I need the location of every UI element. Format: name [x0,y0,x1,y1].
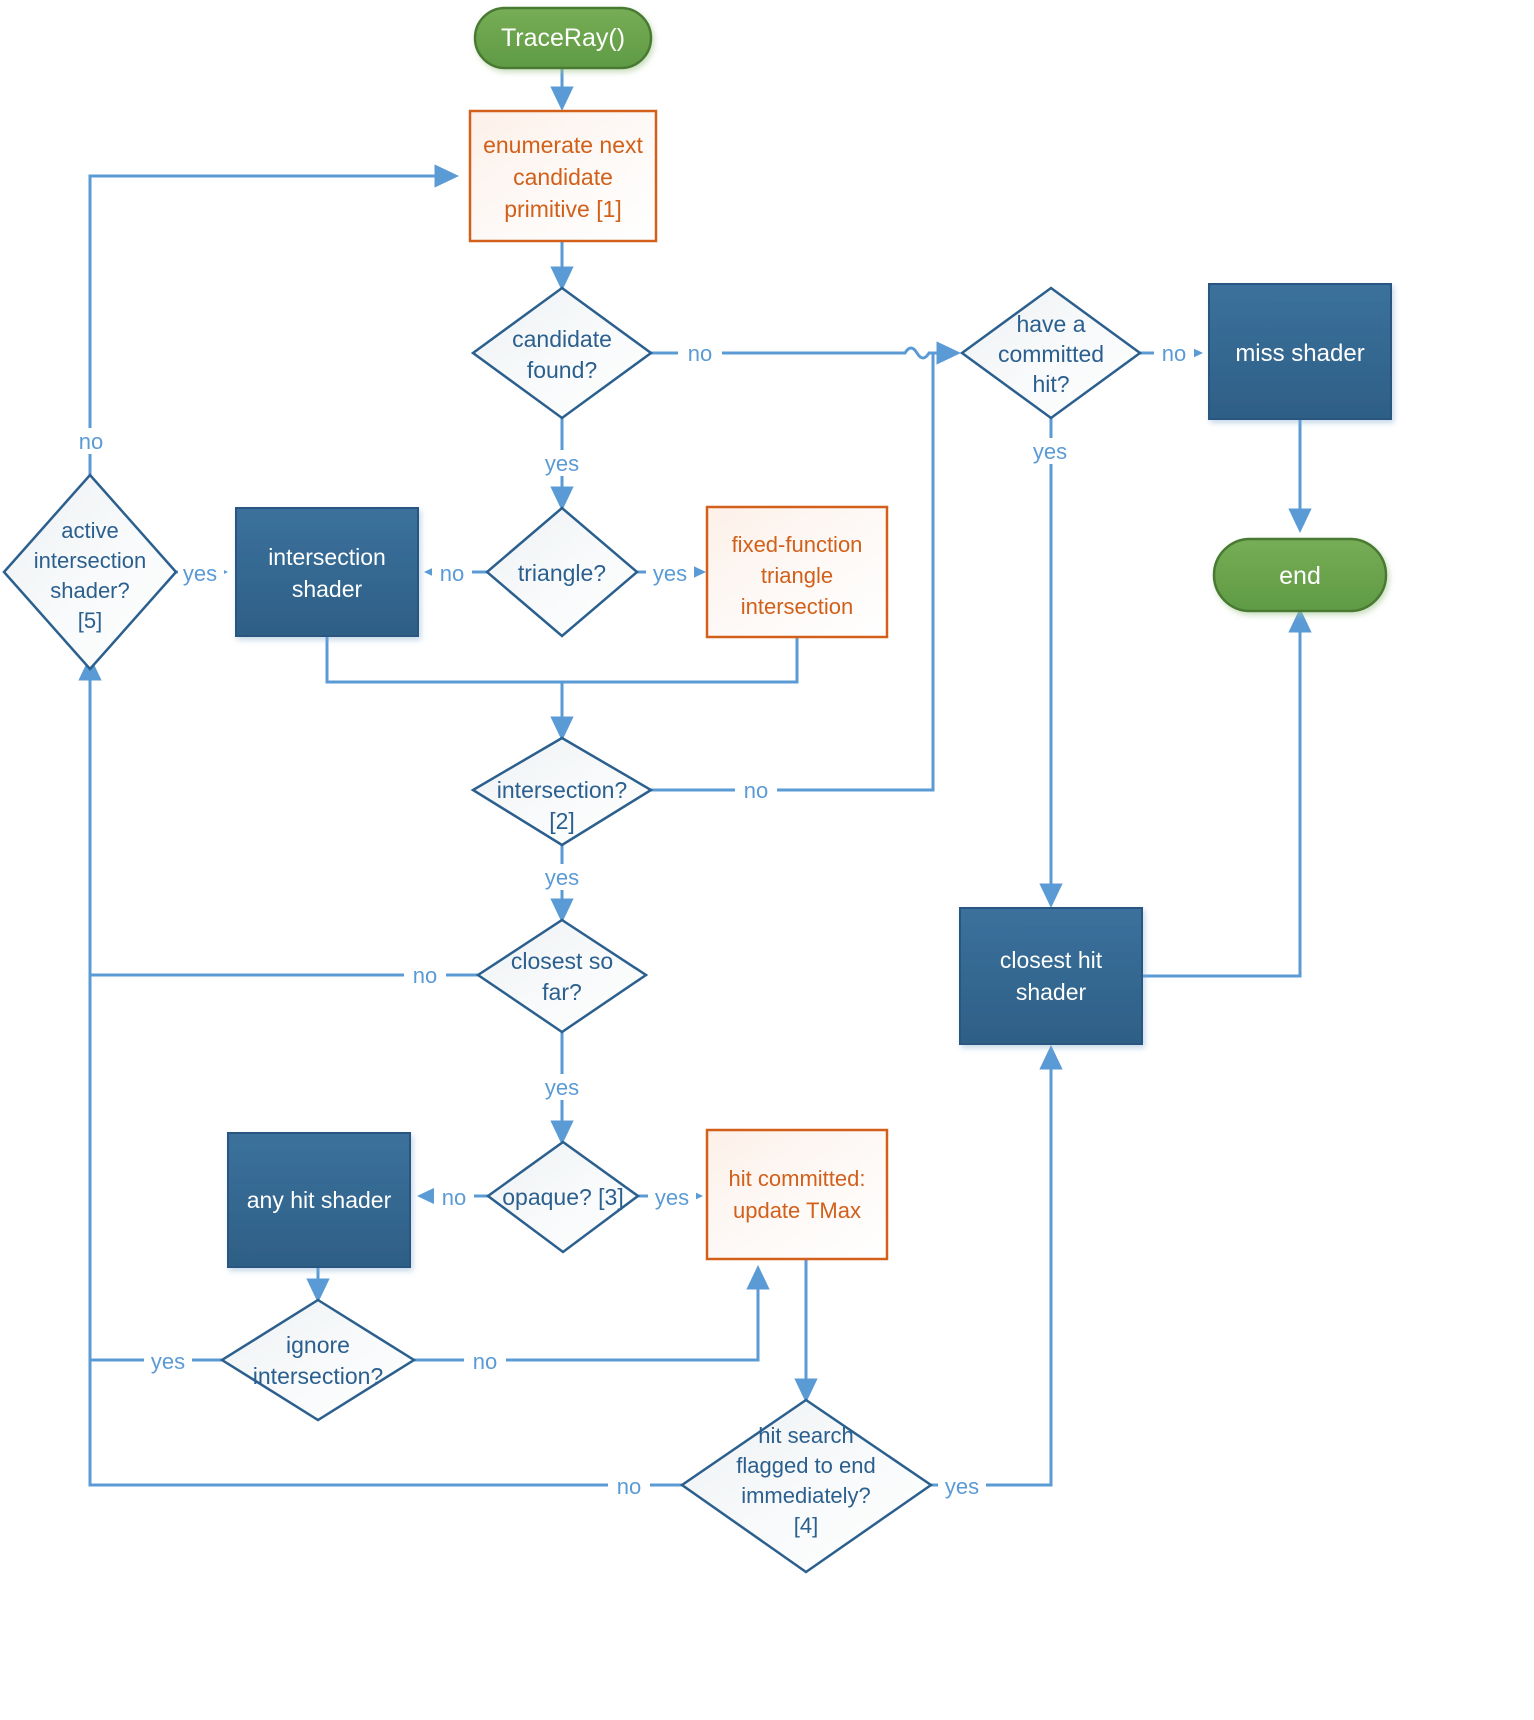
node-active-intersection-shader[interactable]: active intersection shader? [5] [2,473,178,671]
edge-label-committed-no: no [1162,341,1186,366]
node-candidate-found[interactable]: candidate found? [470,286,654,420]
node-ignore-intersection[interactable]: ignore intersection? [219,1298,417,1422]
node-closest-hit-shader[interactable]: closest hit shader [959,907,1143,1045]
node-enumerate[interactable]: enumerate next candidate primitive [1] [468,109,658,243]
node-have-committed-hit-line2: committed [998,341,1104,367]
node-active-line4: [5] [78,608,102,633]
node-candidate-found-line2: found? [527,357,597,383]
node-end[interactable]: end [1212,537,1388,613]
node-closest-hit-shader-line1: closest hit [1000,947,1103,973]
edge-label-triangle-yes: yes [653,561,687,586]
node-ignore-line2: intersection? [253,1363,383,1389]
edge-label-candidate-yes: yes [545,451,579,476]
edge-ignore-no [414,1275,760,1362]
edge-isectshader-bus [325,635,562,684]
node-intersection-q-line1: intersection? [497,777,627,803]
node-have-committed-hit-line3: hit? [1032,371,1069,397]
node-opaque[interactable]: opaque? [3] [485,1140,641,1254]
node-any-hit-shader[interactable]: any hit shader [227,1132,411,1268]
edge-label-flagged-yes: yes [945,1474,979,1499]
edge-candidate-no-h [651,346,952,360]
edge-label-committed-yes: yes [1033,439,1067,464]
edge-label-closestsofar-yes: yes [545,1075,579,1100]
node-traceray[interactable]: TraceRay() [473,6,653,70]
node-have-committed-hit-line1: have a [1016,311,1085,337]
node-miss-shader-label: miss shader [1235,340,1364,367]
node-intersection-shader-line2: shader [292,576,363,602]
node-hit-committed-line1: hit committed: [729,1166,866,1191]
edge-label-layer: no yes no yes no yes no yes no yes no ye… [70,340,1194,1499]
edge-label-candidate-no: no [688,341,712,366]
node-traceray-label: TraceRay() [501,24,625,52]
connector-layer [78,68,1312,1487]
edge-closesthit-end [1140,618,1302,978]
node-opaque-label: opaque? [3] [502,1184,624,1210]
node-closest-hit-shader-line2: shader [1016,979,1087,1005]
node-active-line1: active [61,518,118,543]
edge-label-closestsofar-no: no [413,963,437,988]
node-hit-committed[interactable]: hit committed: update TMax [705,1128,889,1261]
node-triangle[interactable]: triangle? [485,506,639,638]
edge-label-intersection-yes: yes [545,865,579,890]
edge-label-intersection-no: no [744,778,768,803]
node-fixedfunc-line1: fixed-function [732,532,863,557]
node-ignore-line1: ignore [286,1332,350,1358]
node-active-line3: shader? [50,578,130,603]
edge-label-flagged-no: no [617,1474,641,1499]
node-closest-so-far-line2: far? [542,979,582,1005]
edge-label-opaque-yes: yes [655,1185,689,1210]
node-intersection-q-line2: [2] [549,808,575,834]
edge-ignore-yes [88,665,222,1362]
edge-fixedfunc-bus [562,637,799,684]
edge-flagged-no [88,665,682,1487]
node-have-committed-hit[interactable]: have a committed hit? [959,286,1143,420]
node-triangle-label: triangle? [518,560,606,586]
node-enumerate-line3: primitive [1] [504,196,622,222]
node-flagged-line4: [4] [794,1513,818,1538]
edge-label-ignore-no: no [473,1349,497,1374]
node-any-hit-shader-label: any hit shader [247,1187,392,1213]
node-enumerate-line1: enumerate next [483,132,643,158]
edge-label-opaque-no: no [442,1185,466,1210]
node-flagged-line1: hit search [758,1423,853,1448]
node-closest-so-far[interactable]: closest so far? [475,918,649,1034]
edge-flagged-yes [931,1055,1053,1487]
edge-label-active-no: no [79,429,103,454]
node-fixedfunc-line2: triangle [761,563,833,588]
node-hit-committed-line2: update TMax [733,1198,861,1223]
node-flagged-line2: flagged to end [736,1453,875,1478]
node-intersection-shader[interactable]: intersection shader [235,507,419,637]
node-closest-so-far-line1: closest so [511,948,613,974]
node-fixedfunc-line3: intersection [741,594,854,619]
edge-label-ignore-yes: yes [151,1349,185,1374]
node-intersection-shader-line1: intersection [268,544,386,570]
node-end-label: end [1279,562,1321,590]
node-intersection-question[interactable]: intersection? [2] [470,736,654,847]
node-hit-search-flagged[interactable]: hit search flagged to end immediately? [… [679,1398,934,1574]
edge-label-active-yes: yes [183,561,217,586]
node-enumerate-line2: candidate [513,164,613,190]
node-miss-shader[interactable]: miss shader [1208,283,1392,420]
node-fixed-function-triangle-intersection[interactable]: fixed-function triangle intersection [705,505,889,639]
edge-label-triangle-no: no [440,561,464,586]
node-flagged-line3: immediately? [741,1483,871,1508]
node-active-line2: intersection [34,548,147,573]
node-candidate-found-line1: candidate [512,326,612,352]
